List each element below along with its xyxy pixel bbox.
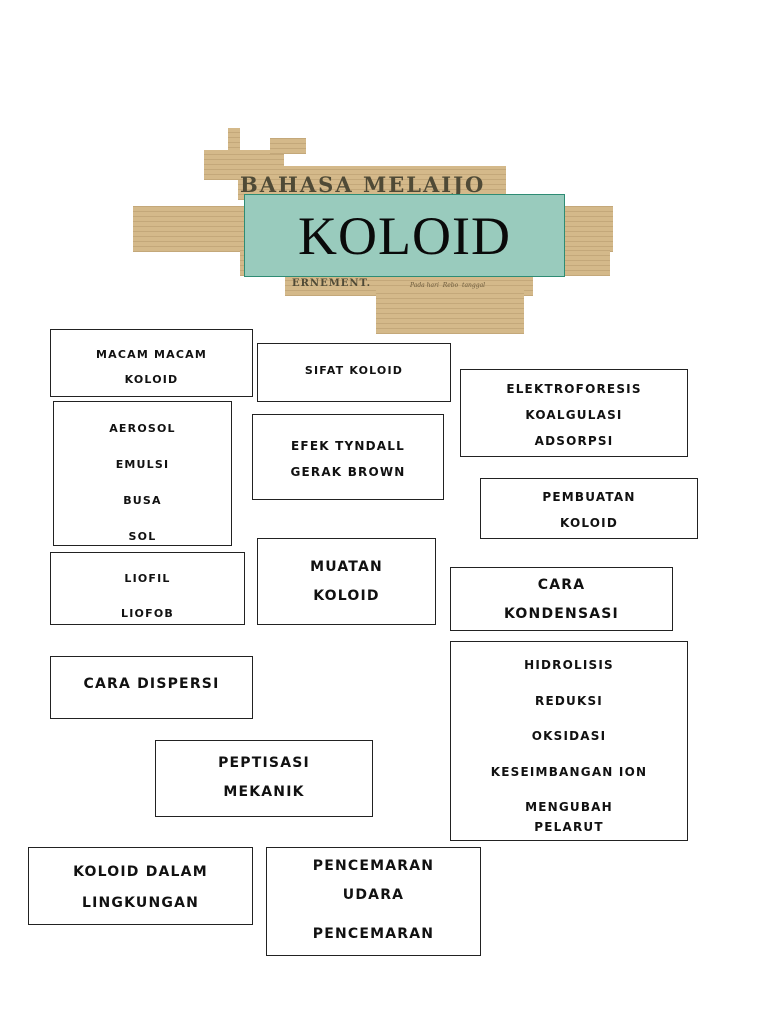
- card-line: EMULSI: [115, 458, 170, 471]
- card-line: OKSIDASI: [531, 729, 607, 743]
- card-line: MACAM MACAM: [95, 348, 207, 361]
- card-line: CARA DISPERSI: [83, 676, 220, 692]
- card-line: PEPTISASI: [218, 755, 310, 771]
- card-line: AEROSOL: [109, 422, 176, 435]
- card-line: KONDENSASI: [504, 606, 619, 622]
- card-line: BUSA: [123, 494, 162, 507]
- card-sifat-koloid: SIFAT KOLOID: [257, 343, 451, 402]
- card-line: KOALGULASI: [525, 408, 623, 422]
- card-cara-dispersi: CARA DISPERSI: [50, 656, 253, 719]
- card-line: SOL: [128, 530, 157, 543]
- page-title: KOLOID: [298, 205, 511, 266]
- card-macam-macam-koloid: MACAM MACAM KOLOID: [50, 329, 253, 397]
- card-line: PELARUT: [534, 819, 604, 834]
- card-line: MEKANIK: [223, 784, 305, 800]
- card-line: PENCEMARAN: [312, 926, 435, 942]
- card-line: MUATAN: [310, 559, 383, 575]
- clipping-caption: Pada hari Rebo tanggal: [410, 282, 486, 289]
- title-banner: KOLOID: [244, 194, 565, 277]
- card-jenis-koloid: AEROSOL EMULSI BUSA SOL: [53, 401, 232, 546]
- card-line: SIFAT KOLOID: [304, 364, 404, 377]
- card-line: LINGKUNGAN: [81, 895, 200, 911]
- card-line: REDUKSI: [535, 693, 603, 708]
- card-cara-kondensasi: CARA KONDENSASI: [450, 567, 673, 631]
- card-line: KOLOID: [313, 588, 380, 604]
- card-pembuatan-koloid: PEMBUATAN KOLOID: [480, 478, 698, 539]
- card-line: HIDROLISIS: [524, 658, 614, 672]
- card-metode-kondensasi: HIDROLISIS REDUKSI OKSIDASI KESEIMBANGAN…: [450, 641, 688, 841]
- card-peptisasi-mekanik: PEPTISASI MEKANIK: [155, 740, 373, 817]
- card-line: KOLOID: [124, 373, 179, 386]
- card-line: KESEIMBANGAN ION: [490, 764, 648, 779]
- card-line: LIOFIL: [124, 572, 171, 585]
- card-elektroforesis: ELEKTROFORESIS KOALGULASI ADSORPSI: [460, 369, 688, 457]
- card-line: KOLOID DALAM: [73, 864, 208, 880]
- card-line: CARA: [537, 577, 586, 593]
- card-pencemaran: PENCEMARAN UDARA PENCEMARAN: [266, 847, 481, 956]
- card-muatan-koloid: MUATAN KOLOID: [257, 538, 436, 625]
- card-liofil-liofob: LIOFIL LIOFOB: [50, 552, 245, 625]
- card-line: MENGUBAH: [525, 800, 613, 814]
- card-line: EFEK TYNDALL: [291, 439, 405, 453]
- card-efek-tyndall: EFEK TYNDALL GERAK BROWN: [252, 414, 444, 500]
- card-koloid-dalam-lingkungan: KOLOID DALAM LINGKUNGAN: [28, 847, 253, 925]
- card-line: GERAK BROWN: [290, 465, 406, 479]
- card-line: PENCEMARAN: [312, 858, 435, 874]
- card-line: LIOFOB: [121, 607, 174, 620]
- card-line: PEMBUATAN: [542, 490, 636, 504]
- card-line: UDARA: [342, 887, 405, 903]
- card-line: KOLOID: [559, 516, 618, 530]
- clipping-headline: BAHASA MELAIJO: [240, 172, 486, 197]
- card-line: ELEKTROFORESIS: [506, 382, 642, 396]
- card-line: ADSORPSI: [534, 434, 614, 448]
- clipping-subheadline: ERNEMENT.: [292, 278, 372, 289]
